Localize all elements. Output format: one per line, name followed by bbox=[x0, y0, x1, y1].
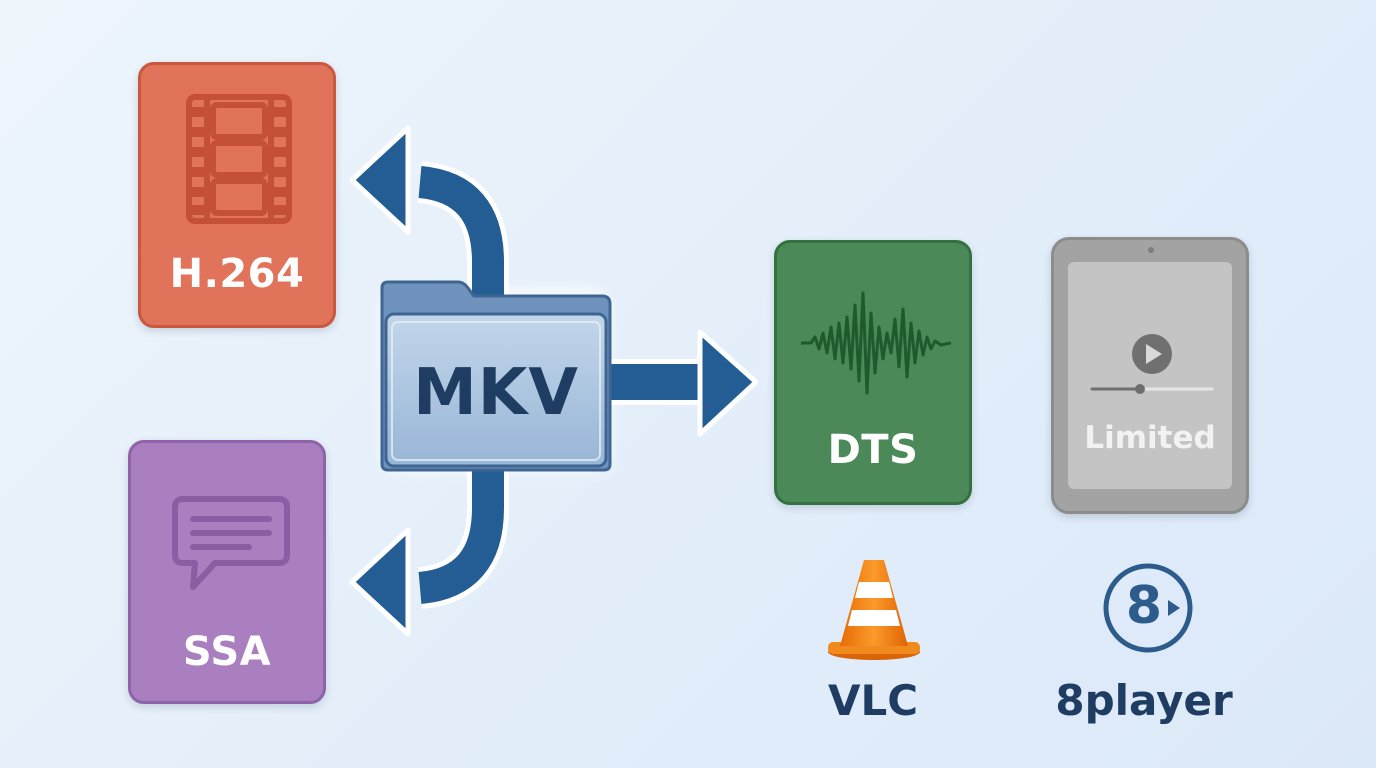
8player-label: 8player bbox=[1055, 676, 1233, 725]
ssa-card: SSA bbox=[128, 440, 326, 704]
play-icon bbox=[1132, 334, 1172, 374]
waveform-icon bbox=[801, 291, 951, 395]
mkv-folder: MKV bbox=[378, 278, 614, 474]
dts-label: DTS bbox=[827, 427, 919, 473]
folder-icon bbox=[380, 280, 612, 472]
camera-dot bbox=[1148, 247, 1154, 253]
film-strip-icon bbox=[186, 94, 292, 224]
ssa-label: SSA bbox=[182, 629, 272, 675]
dts-card: DTS bbox=[774, 240, 972, 505]
arrow-to-ssa bbox=[349, 470, 509, 637]
8player-logo-icon: 8 bbox=[1102, 562, 1194, 654]
limited-label: Limited bbox=[1084, 420, 1216, 456]
progress-bar bbox=[1090, 384, 1214, 394]
8player-badge-digit: 8 bbox=[1125, 576, 1163, 636]
arrow-to-h264 bbox=[349, 125, 509, 300]
arrow-to-dts bbox=[608, 329, 759, 437]
h264-card: H.264 bbox=[138, 62, 336, 328]
mkv-label: MKV bbox=[413, 356, 579, 430]
8player-ring bbox=[1103, 563, 1193, 653]
tablet-device: Limited bbox=[1051, 237, 1249, 514]
tablet-screen bbox=[1068, 262, 1232, 489]
traffic-cone-icon bbox=[828, 560, 920, 660]
vlc-label: VLC bbox=[827, 676, 919, 725]
chat-bubble-icon bbox=[172, 496, 290, 590]
h264-label: H.264 bbox=[169, 251, 305, 297]
